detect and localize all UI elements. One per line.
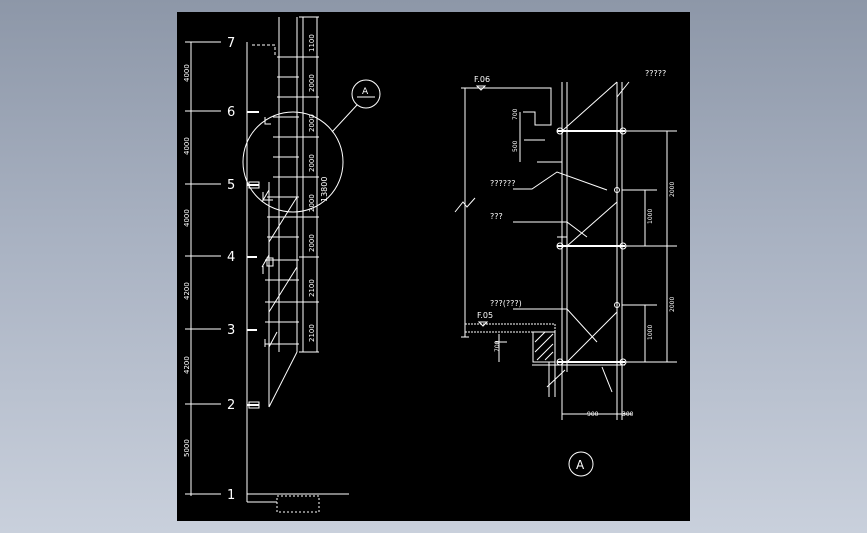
dim-700-top: 700 (512, 108, 519, 120)
foundation (276, 495, 320, 513)
floor-level-3: 3 (227, 323, 235, 338)
dim-2000-a: 2000 (308, 74, 316, 92)
floor-level-7: 7 (227, 36, 235, 51)
top-beam (477, 87, 552, 126)
section-label: A (576, 458, 585, 472)
floor-level-1: 1 (227, 488, 235, 503)
dim-2000-c: 2000 (308, 154, 316, 172)
annotation-mid2: ??? (490, 212, 503, 221)
dim-2000-b: 2000 (308, 114, 316, 132)
detail-callout-circle (242, 111, 344, 213)
elevation-view: 7 6 5 4 3 2 1 4000 4000 4000 4200 4200 5… (183, 16, 381, 513)
level-f06: F.06 (474, 75, 490, 84)
dim-2100-a: 2100 (308, 279, 316, 297)
detail-marker-label: A (362, 87, 369, 97)
dim-700-bottom: 700 (494, 340, 501, 352)
floor-level-2: 2 (227, 398, 235, 413)
floor-level-5: 5 (227, 178, 235, 193)
detail-marker-circle (351, 79, 381, 109)
level-f05: F.05 (477, 311, 493, 320)
floor-height-4-5: 4000 (183, 209, 191, 227)
cad-drawing-canvas: 7 6 5 4 3 2 1 4000 4000 4000 4200 4200 5… (177, 12, 690, 521)
dim-2000-upper: 2000 (669, 182, 676, 197)
dim-2000-e: 2000 (308, 234, 316, 252)
dim-300: 300 (622, 411, 634, 418)
cad-drawing-svg: 7 6 5 4 3 2 1 4000 4000 4000 4200 4200 5… (183, 16, 677, 513)
dim-2000-lower: 2000 (669, 297, 676, 312)
dim-1000-lower: 1000 (647, 325, 654, 340)
slab-f05 (464, 323, 556, 333)
floor-height-5-6: 4000 (183, 137, 191, 155)
dim-500: 500 (512, 140, 519, 152)
detail-section-a: F.06 F.05 700 500 700 (454, 69, 677, 477)
section-label-circle (568, 451, 594, 477)
dim-1100: 1100 (308, 34, 316, 52)
annotation-bottom: ???(???) (490, 299, 522, 308)
dim-1000-upper: 1000 (647, 209, 654, 224)
annotation-mid1: ?????? (490, 179, 515, 188)
floor-height-2-3: 4200 (183, 356, 191, 374)
slab-edge-beam (532, 331, 556, 363)
dim-2000-d: 2000 (308, 194, 316, 212)
dim-total: 13800 (320, 177, 329, 202)
floor-height-3-4: 4200 (183, 282, 191, 300)
floor-height-1-2: 5000 (183, 439, 191, 457)
floor-level-6: 6 (227, 105, 235, 120)
dim-2100-b: 2100 (308, 324, 316, 342)
floor-level-4: 4 (227, 250, 235, 265)
dim-900: 900 (587, 411, 599, 418)
annotation-top-right: ????? (645, 69, 666, 78)
floor-height-6-7: 4000 (183, 64, 191, 82)
